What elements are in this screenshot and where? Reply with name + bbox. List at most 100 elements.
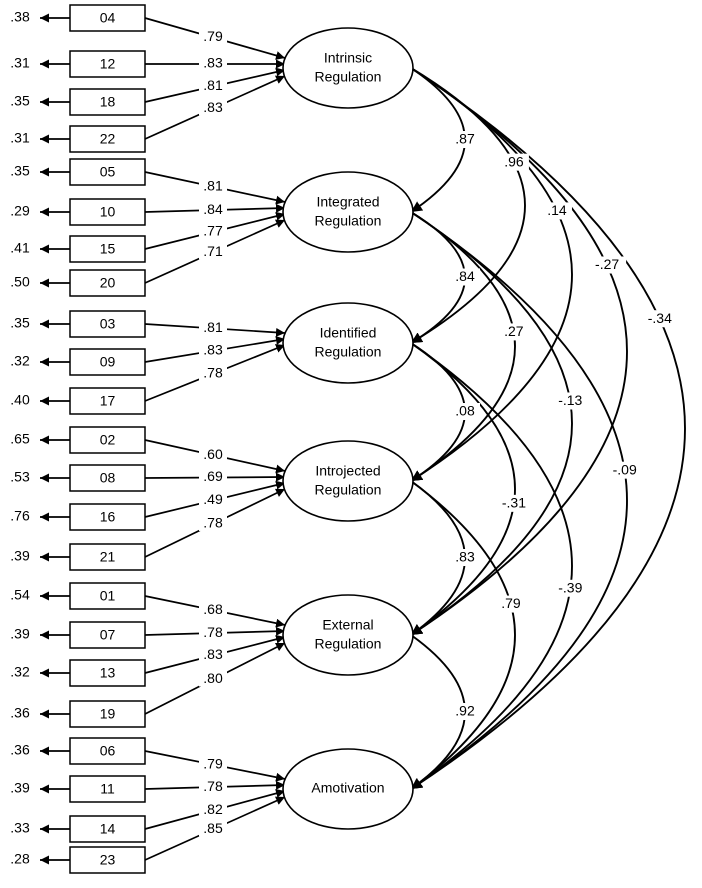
correlation-value: .08 bbox=[455, 403, 475, 419]
correlation-label-bg bbox=[551, 392, 590, 410]
factor-name: Regulation bbox=[315, 213, 382, 229]
loading-label-bg bbox=[199, 178, 227, 194]
factor-loading: .81 bbox=[203, 77, 223, 93]
item-box bbox=[69, 4, 146, 32]
error-variance: .39 bbox=[10, 626, 30, 642]
error-variance: .50 bbox=[10, 274, 30, 290]
factor-loading: .71 bbox=[203, 243, 223, 259]
factor-loading: .78 bbox=[203, 515, 223, 531]
correlation-label-bg bbox=[498, 153, 529, 171]
loading-label-bg bbox=[199, 647, 227, 663]
node-layer: IntrinsicRegulationIntegratedRegulationI… bbox=[69, 4, 414, 874]
correlation-value: .84 bbox=[455, 268, 475, 284]
item-box bbox=[69, 621, 146, 649]
item-box bbox=[69, 737, 146, 765]
item-label: 03 bbox=[100, 316, 116, 332]
correlation-label-bg bbox=[495, 595, 526, 613]
correlation-value: .92 bbox=[455, 703, 475, 719]
item-box bbox=[69, 348, 146, 376]
correlation-value: -.13 bbox=[558, 392, 582, 408]
item-box bbox=[69, 426, 146, 454]
factor-ellipse bbox=[282, 302, 414, 384]
factor-loading: .81 bbox=[203, 177, 223, 193]
error-variance: .32 bbox=[10, 664, 30, 680]
correlation-value: .87 bbox=[455, 131, 475, 147]
item-label: 13 bbox=[100, 665, 116, 681]
item-box bbox=[69, 543, 146, 571]
item-label: 16 bbox=[100, 509, 116, 525]
correlation-value: .27 bbox=[504, 323, 524, 339]
loading-label-bg bbox=[199, 515, 227, 531]
item-label: 09 bbox=[100, 354, 116, 370]
factor-loading: .68 bbox=[203, 601, 223, 617]
correlation-curve bbox=[398, 201, 573, 636]
error-variance: .36 bbox=[10, 742, 30, 758]
item-label: 07 bbox=[100, 627, 116, 643]
factor-ellipse bbox=[282, 594, 414, 676]
item-box bbox=[69, 700, 146, 728]
factor-ellipse bbox=[282, 171, 414, 253]
correlation-label-bg bbox=[541, 202, 572, 220]
correlation-label-bg bbox=[588, 256, 627, 274]
item-box bbox=[69, 659, 146, 687]
item-box bbox=[69, 582, 146, 610]
loading-label-bg bbox=[199, 342, 227, 358]
item-box bbox=[69, 387, 146, 415]
error-variance: .39 bbox=[10, 780, 30, 796]
factor-loading: .60 bbox=[203, 446, 223, 462]
correlation-curve bbox=[398, 470, 516, 790]
item-label: 11 bbox=[100, 781, 115, 797]
item-box bbox=[69, 158, 146, 186]
loading-label-bg bbox=[199, 56, 227, 71]
factor-name: Amotivation bbox=[311, 780, 384, 796]
correlation-curve bbox=[398, 332, 573, 790]
correlation-label-bg bbox=[450, 130, 480, 148]
loading-label-bg bbox=[199, 447, 227, 463]
factor-ellipse bbox=[282, 440, 414, 522]
item-box bbox=[69, 503, 146, 531]
correlation-curve bbox=[398, 201, 628, 790]
loading-label-bg bbox=[199, 224, 227, 239]
factor-name: Introjected bbox=[315, 463, 380, 479]
loading-label-bg bbox=[199, 756, 227, 772]
correlation-label-bg bbox=[450, 268, 480, 286]
loading-label-bg bbox=[199, 29, 227, 45]
factor-loading: .83 bbox=[203, 99, 223, 115]
item-box bbox=[69, 235, 146, 263]
factor-loading: .83 bbox=[203, 342, 223, 358]
item-label: 23 bbox=[100, 852, 116, 868]
item-box bbox=[69, 198, 146, 226]
item-label: 06 bbox=[100, 743, 116, 759]
correlation-value: -.09 bbox=[613, 461, 637, 477]
correlation-label-bg bbox=[551, 579, 590, 597]
factor-loading: .79 bbox=[203, 755, 223, 771]
item-label: 10 bbox=[100, 204, 116, 220]
correlation-label-bg bbox=[450, 549, 480, 566]
correlation-value: -.31 bbox=[502, 495, 526, 511]
loading-label-bg bbox=[199, 602, 227, 618]
correlation-curve bbox=[398, 57, 573, 482]
correlation-label-bg bbox=[450, 703, 480, 720]
loading-label-bg bbox=[199, 802, 227, 818]
correlation-label-bg bbox=[450, 403, 480, 420]
correlation-value: .96 bbox=[504, 153, 524, 169]
factor-name: Intrinsic bbox=[324, 50, 372, 66]
error-variance: .40 bbox=[10, 392, 30, 408]
factor-name: Regulation bbox=[315, 344, 382, 360]
loading-label-bg bbox=[199, 671, 227, 687]
error-variance: .35 bbox=[10, 93, 30, 109]
error-variance: .31 bbox=[10, 130, 30, 146]
correlation-value: .79 bbox=[501, 595, 521, 611]
factor-loading: .77 bbox=[203, 223, 223, 239]
factor-loading: .79 bbox=[203, 28, 223, 44]
factor-loading: .69 bbox=[203, 468, 223, 484]
loading-label-bg bbox=[199, 492, 227, 508]
factor-loading: .85 bbox=[203, 820, 223, 836]
error-variance: .65 bbox=[10, 431, 30, 447]
correlation-label-bg bbox=[498, 323, 529, 341]
item-label: 08 bbox=[100, 470, 116, 486]
item-box bbox=[69, 88, 146, 116]
loading-label-bg bbox=[199, 779, 227, 795]
error-variance: .35 bbox=[10, 315, 30, 331]
